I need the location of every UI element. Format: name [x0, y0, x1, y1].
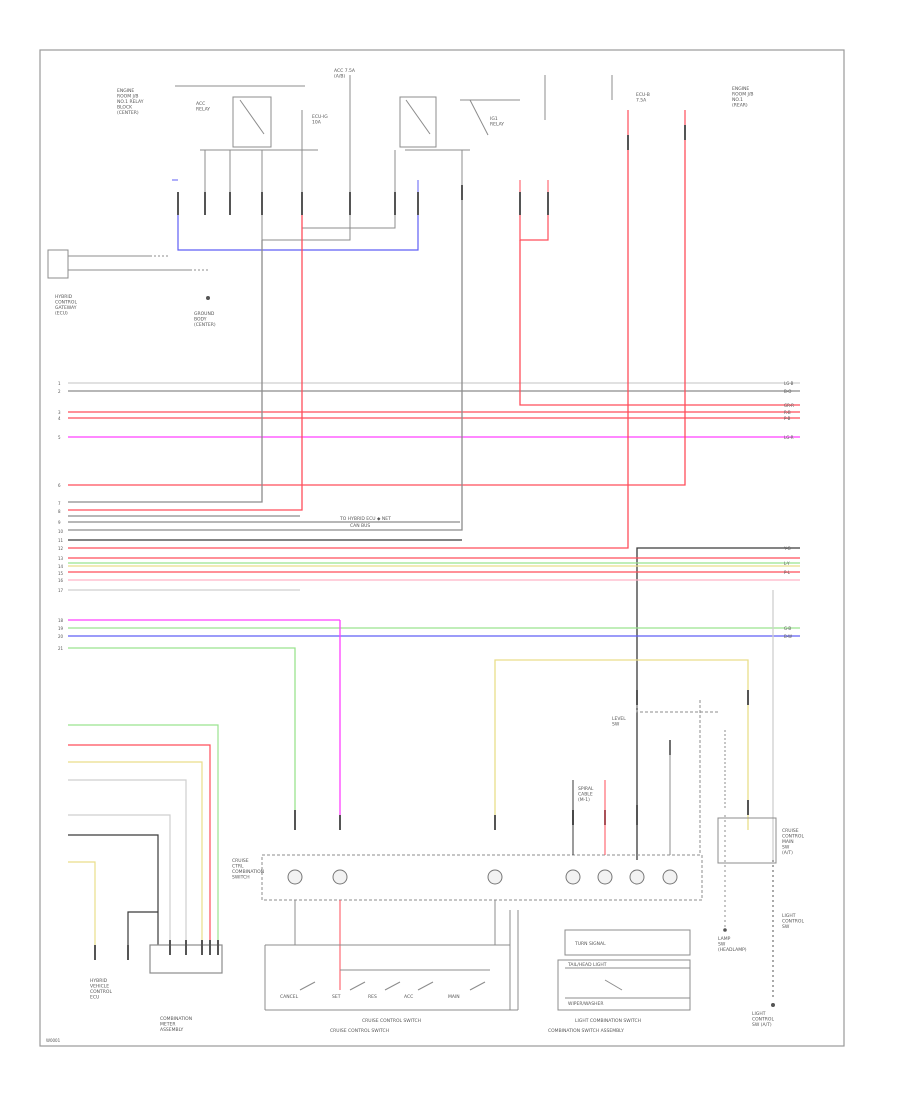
switch-label-cancel: CANCEL [280, 994, 299, 1000]
svg-text:10: 10 [58, 529, 64, 534]
svg-text:20: 20 [58, 634, 64, 639]
top-section [172, 75, 686, 251]
svg-text:17: 17 [58, 588, 64, 593]
svg-text:16: 16 [58, 578, 64, 583]
svg-text:1: 1 [58, 381, 61, 386]
svg-text:8: 8 [58, 509, 61, 514]
svg-text:GR-R: GR-R [784, 403, 794, 408]
lower-left-ticks [94, 940, 219, 960]
right-switch-tail-head: TAIL/HEAD LIGHT [567, 962, 607, 968]
top-fuse-1-label: ACC 7.5A(A/B) [334, 68, 356, 80]
svg-text:19: 19 [58, 626, 64, 631]
svg-text:Y-G: Y-G [783, 546, 791, 551]
switch-label-res: RES [368, 994, 377, 1000]
svg-text:2: 2 [58, 389, 61, 394]
switch-label-set: SET [332, 994, 341, 1000]
svg-text:11: 11 [58, 538, 64, 543]
svg-text:LG-R: LG-R [784, 435, 794, 440]
svg-text:12: 12 [58, 546, 64, 551]
diagram-border [39, 49, 845, 1047]
svg-text:L-Y: L-Y [784, 561, 790, 566]
right-switch-turn-signal: TURN SIGNAL [574, 941, 606, 947]
right-switch-wiper: WIPER/WASHER [568, 1001, 603, 1007]
svg-text:18: 18 [58, 618, 64, 623]
svg-text:P-L: P-L [784, 570, 791, 575]
bottom-captions: CRUISE CONTROL SWITCH CRUISE CONTROL SWI… [46, 1018, 641, 1043]
svg-text:R-B: R-B [784, 410, 791, 415]
lower-left-wires [68, 724, 223, 974]
caption-combo-assembly: COMBINATION SWITCH ASSEMBLY [548, 1028, 624, 1034]
left-connector [47, 249, 210, 279]
svg-text:G-B: G-B [784, 626, 791, 631]
center-module [261, 690, 777, 1011]
bus-annotation: TO HYBRID ECU ◆ NET CAN BUS [339, 516, 391, 529]
svg-text:15: 15 [58, 571, 64, 576]
svg-text:21: 21 [58, 646, 64, 651]
footer-code: W0001 [46, 1038, 61, 1043]
right-row-labels: LG-B B-O GR-R R-B P-B LG-R Y-G L-Y P-L G… [783, 381, 794, 639]
switch-label-acc: ACC [404, 994, 413, 1000]
svg-text:4: 4 [58, 416, 61, 421]
svg-text:P-B: P-B [784, 416, 791, 421]
svg-text:14: 14 [58, 564, 64, 569]
caption-cruise-1: CRUISE CONTROL SWITCH [362, 1018, 421, 1024]
main-bus [68, 150, 800, 860]
caption-light-combo: LIGHT COMBINATION SWITCH [575, 1018, 641, 1024]
switch-labels: CANCEL SET RES ACC MAIN [280, 994, 460, 1000]
svg-text:6: 6 [58, 483, 61, 488]
caption-cruise-2: CRUISE CONTROL SWITCH [330, 1028, 389, 1034]
svg-text:B-W: B-W [784, 634, 792, 639]
svg-text:TO HYBRID ECU ◆ NET: TO HYBRID ECU ◆ NET [339, 516, 391, 522]
switch-label-main: MAIN [448, 994, 460, 1000]
ground-dot [206, 296, 210, 300]
svg-text:LG-B: LG-B [784, 381, 794, 386]
svg-text:7: 7 [58, 501, 61, 506]
svg-text:3: 3 [58, 410, 61, 415]
svg-text:13: 13 [58, 556, 64, 561]
svg-text:5: 5 [58, 435, 61, 440]
svg-text:B-O: B-O [784, 389, 791, 394]
svg-text:9: 9 [58, 520, 61, 525]
svg-text:CAN BUS: CAN BUS [350, 523, 370, 529]
right-switch-labels: TURN SIGNAL TAIL/HEAD LIGHT WIPER/WASHER [567, 941, 607, 1007]
